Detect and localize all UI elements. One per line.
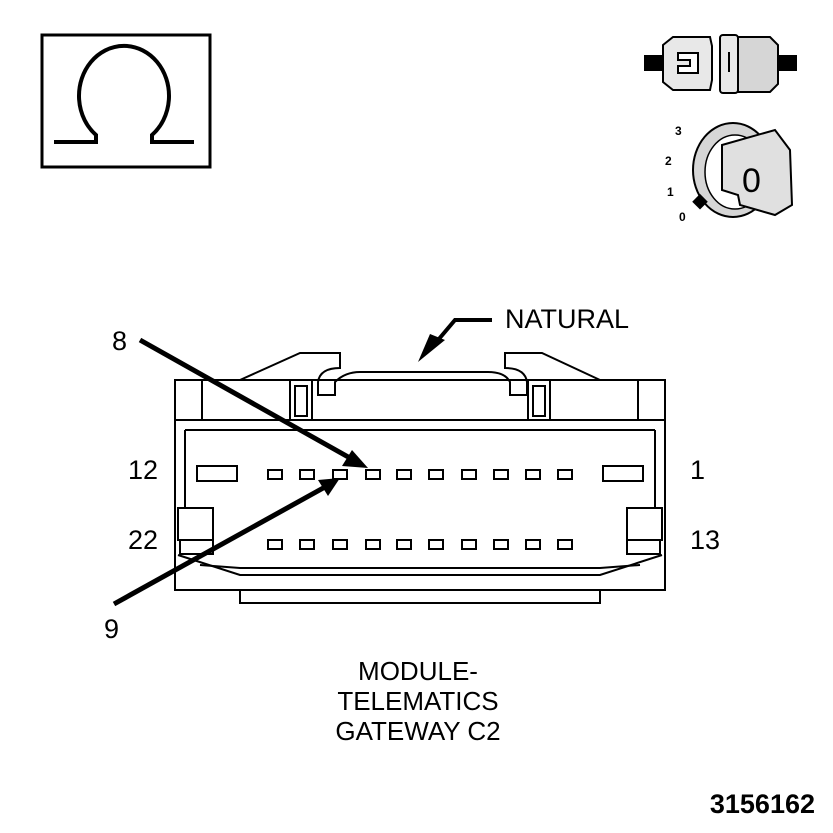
pin-cavity-1 <box>602 465 644 482</box>
ignition-position-3: 3 <box>675 124 682 138</box>
callout-arrow-upper: 8 <box>112 326 368 468</box>
pin-label-bottom-left: 22 <box>128 525 158 555</box>
pin-cavity-9 <box>332 469 348 480</box>
pin-cavity-3 <box>525 469 541 480</box>
pin-cavity-8 <box>365 469 381 480</box>
figure-id: 3156162 <box>710 789 815 819</box>
pin-label-top-left: 12 <box>128 455 158 485</box>
pin-cavity-2 <box>557 469 573 480</box>
pin-cavity-4 <box>493 469 509 480</box>
pin-label-bottom-right: 13 <box>690 525 720 555</box>
connector-name-line-1: MODULE- <box>358 656 478 686</box>
connector-name-line-2: TELEMATICS <box>337 686 498 716</box>
connector-body <box>174 352 666 604</box>
color-arrowhead <box>418 334 445 362</box>
ignition-position-2: 2 <box>665 154 672 168</box>
callout-label-upper: 8 <box>112 326 127 356</box>
ignition-key-icon: 3 2 1 0 0 <box>665 122 794 224</box>
connector-name-line-3: GATEWAY C2 <box>335 716 500 746</box>
pin-cavity-22 <box>267 539 283 550</box>
ignition-position-1: 1 <box>667 185 674 199</box>
ohm-symbol-icon <box>40 33 212 169</box>
pin-cavity-21 <box>299 539 315 550</box>
pin-cavity-18 <box>396 539 412 550</box>
connector-color-label: NATURAL <box>505 304 629 334</box>
callout-label-lower: 9 <box>104 614 119 644</box>
pin-cavity-16 <box>461 539 477 550</box>
pin-cavity-15 <box>493 539 509 550</box>
pin-cavity-20 <box>332 539 348 550</box>
pin-cavity-5 <box>461 469 477 480</box>
ignition-key-label: 0 <box>742 162 761 200</box>
pin-cavity-10 <box>299 469 315 480</box>
pin-cavity-17 <box>428 539 444 550</box>
pin-cavity-19 <box>365 539 381 550</box>
pin-row-bottom <box>267 539 573 550</box>
pin-cavity-11 <box>267 469 283 480</box>
color-callout: NATURAL <box>418 304 629 362</box>
connector-name: MODULE- TELEMATICS GATEWAY C2 <box>335 656 500 746</box>
pin-cavity-14 <box>525 539 541 550</box>
pin-cavity-13 <box>557 539 573 550</box>
pin-cavity-6 <box>428 469 444 480</box>
disconnected-connector-icon <box>644 34 797 94</box>
ignition-position-0: 0 <box>679 210 686 224</box>
callout-arrow-lower: 9 <box>104 478 340 644</box>
pin-cavity-7 <box>396 469 412 480</box>
pin-label-top-right: 1 <box>690 455 705 485</box>
pin-cavity-12 <box>196 465 238 482</box>
pin-row-top <box>196 465 644 482</box>
